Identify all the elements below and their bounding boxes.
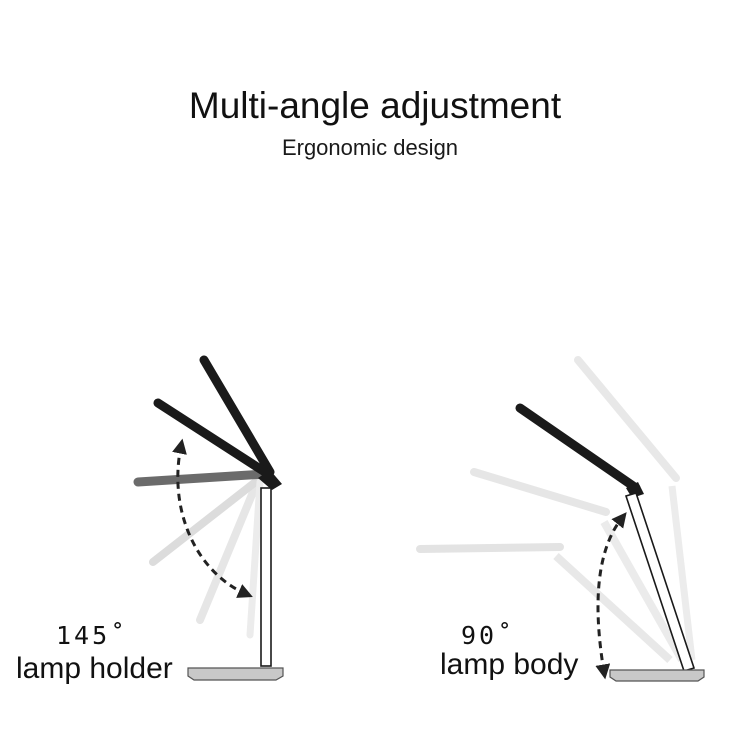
right-pole [624,492,696,672]
page-subtitle: Ergonomic design [281,135,459,160]
right-ghost-arm-1 [416,543,564,553]
right-base [609,669,705,682]
left-angle-label: 145˚ [56,621,129,650]
right-angle-label: 90˚ [461,621,516,650]
left-hinge [258,470,282,490]
right-rotation-arrow-icon [595,512,627,680]
right-dark-arm [515,403,641,493]
left-caption: lamp holder [16,652,173,685]
page-title: Multi-angle adjustment [188,85,562,126]
right-ghost-pole-3 [668,485,696,661]
left-ghost-arm-3 [246,478,264,639]
left-lamp [133,355,284,681]
left-grey-arm [133,469,270,487]
right-ghost-arm-2 [470,468,610,516]
right-caption: lamp body [440,648,579,681]
right-ghost-arm-3 [574,356,680,482]
left-dark-arm-upper [199,355,275,477]
right-lamp [416,356,705,682]
left-base [187,667,284,681]
left-pole [260,487,272,667]
